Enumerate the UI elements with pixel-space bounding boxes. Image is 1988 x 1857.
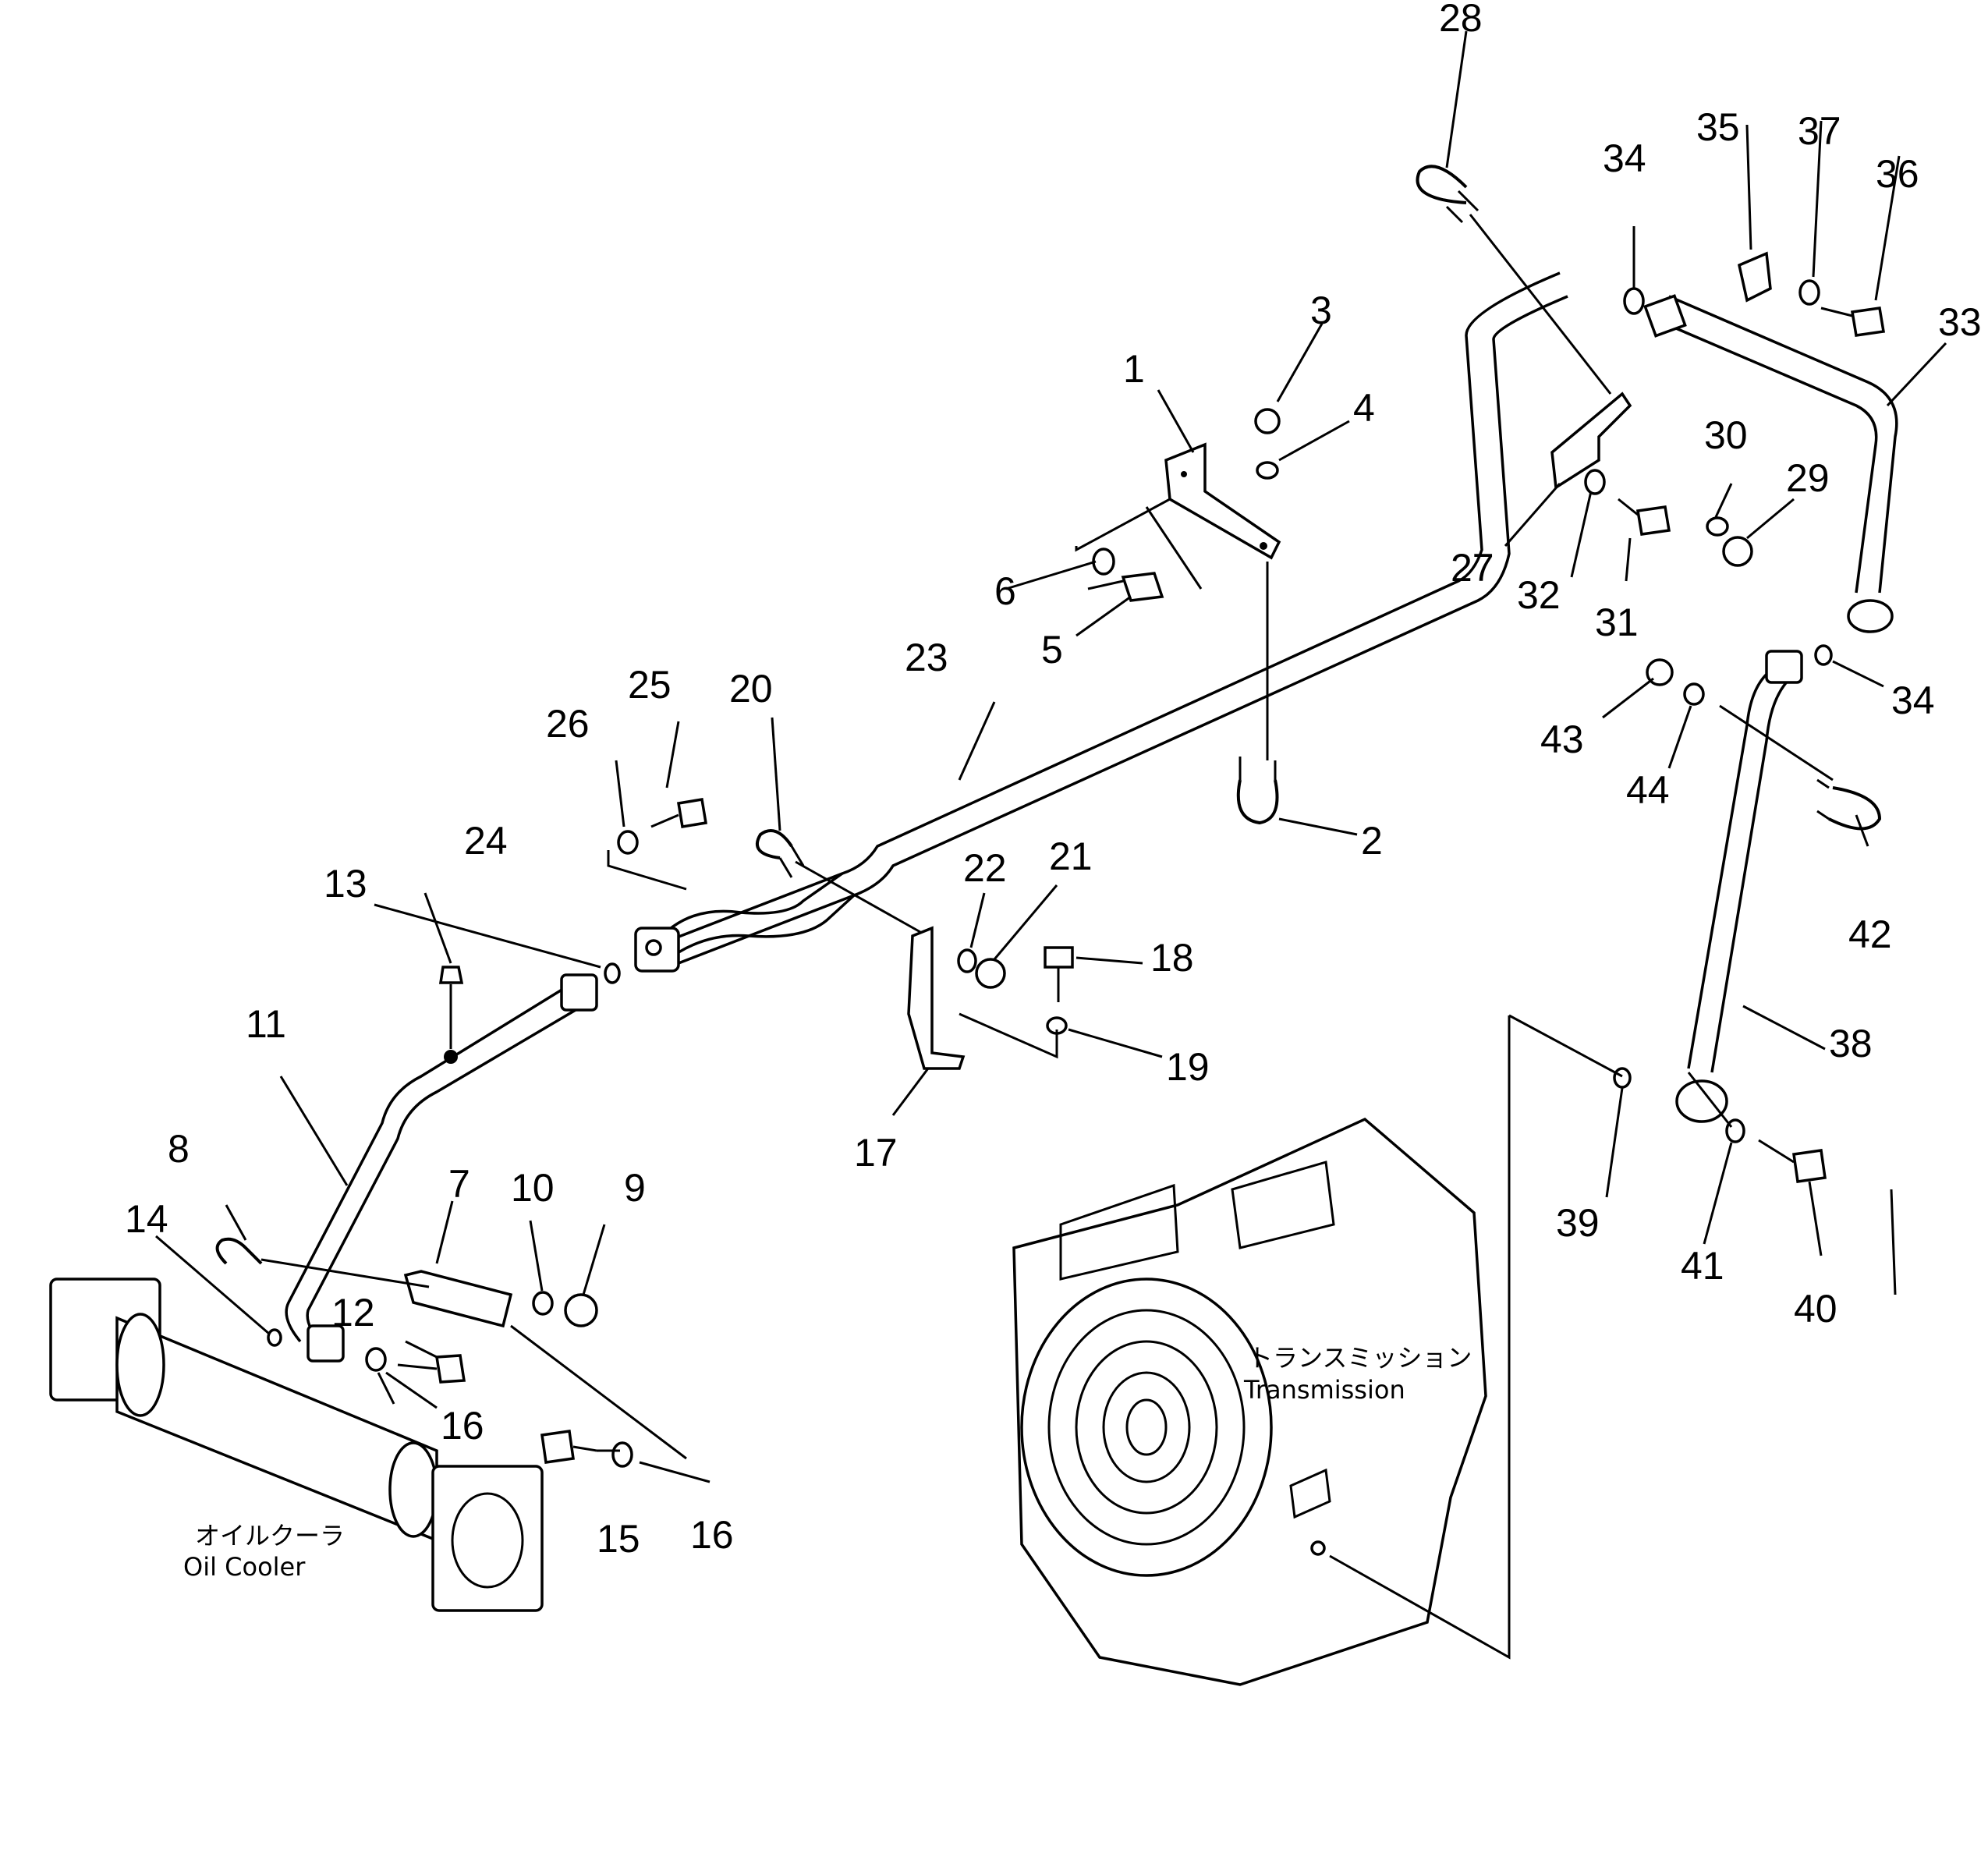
washer-34a — [1623, 287, 1645, 315]
transmission-caption-en: Transmission — [1243, 1375, 1405, 1405]
callout-3: 3 — [1310, 289, 1332, 332]
clip-35 — [1737, 251, 1772, 303]
washer-32 — [1584, 469, 1606, 495]
callout-40: 40 — [1794, 1287, 1837, 1331]
callout-19: 19 — [1166, 1045, 1210, 1089]
nut-9 — [564, 1293, 598, 1327]
washer-22 — [957, 948, 977, 973]
clamp-28 — [1416, 165, 1479, 224]
callout-34b: 34 — [1891, 679, 1935, 722]
bolt-12 — [397, 1354, 466, 1384]
clamp-42 — [1816, 778, 1882, 831]
callout-21: 21 — [1049, 835, 1093, 878]
callout-28: 28 — [1439, 0, 1483, 40]
pipe-38 — [1675, 650, 1803, 1123]
callout-35: 35 — [1696, 105, 1740, 149]
washer-16b — [611, 1441, 633, 1468]
captions: トランスミッション Transmission オイルクーラ Oil Cooler — [183, 1343, 1472, 1582]
washer-39 — [1613, 1067, 1632, 1089]
clip-8 — [215, 1237, 263, 1265]
callout-33: 33 — [1938, 300, 1982, 344]
callout-44: 44 — [1626, 768, 1670, 812]
callout-25: 25 — [628, 663, 672, 707]
callout-labels: 28 34 35 37 36 33 3 1 4 30 29 6 5 27 32 … — [125, 0, 1982, 1561]
oil-cooler — [49, 1278, 544, 1612]
washer-4 — [1256, 461, 1279, 480]
pipe-24 — [634, 872, 856, 973]
bracket-1 — [1164, 442, 1281, 560]
washer-10 — [532, 1291, 554, 1316]
washer-16a — [365, 1347, 387, 1372]
callout-6: 6 — [994, 569, 1016, 613]
washer-24 — [604, 962, 621, 984]
callout-11: 11 — [246, 1002, 286, 1046]
callout-30: 30 — [1704, 413, 1748, 457]
pipe-11 — [285, 973, 598, 1363]
callout-20: 20 — [729, 667, 773, 711]
callout-42: 42 — [1848, 913, 1892, 956]
bolt-40 — [1758, 1139, 1827, 1183]
nut-29 — [1722, 536, 1753, 567]
nut-21 — [975, 958, 1006, 989]
callout-22: 22 — [963, 846, 1007, 890]
callout-1: 1 — [1123, 347, 1145, 391]
callout-26: 26 — [546, 702, 590, 746]
washer-44 — [1683, 682, 1705, 706]
callout-8: 8 — [168, 1127, 190, 1171]
leader-lines — [155, 30, 1947, 1660]
clamp-2 — [1236, 757, 1279, 825]
washer-34b — [1814, 644, 1833, 666]
callout-2: 2 — [1361, 819, 1383, 863]
washer-14 — [267, 1328, 282, 1347]
bolt-18 — [1044, 946, 1074, 1002]
callout-29: 29 — [1786, 456, 1830, 500]
callout-34: 34 — [1603, 136, 1646, 180]
callout-4: 4 — [1353, 386, 1375, 430]
callout-27: 27 — [1451, 546, 1494, 590]
callout-37: 37 — [1798, 109, 1841, 153]
washer-6 — [1092, 548, 1115, 576]
callout-7: 7 — [448, 1162, 470, 1206]
washer-37 — [1798, 279, 1820, 306]
callout-10: 10 — [511, 1166, 555, 1210]
oil-cooler-caption-jp: オイルクーラ — [195, 1521, 345, 1550]
transmission-caption-jp: トランスミッション — [1248, 1343, 1472, 1373]
callout-14: 14 — [125, 1197, 168, 1241]
callout-23: 23 — [905, 636, 948, 679]
callout-31: 31 — [1595, 601, 1639, 644]
bolt-25 — [650, 797, 708, 829]
callout-12: 12 — [331, 1291, 375, 1334]
oil-cooler-caption-en: Oil Cooler — [183, 1552, 306, 1582]
bolt-36 — [1820, 307, 1886, 337]
callout-15: 15 — [597, 1517, 640, 1561]
bolt-5 — [1087, 572, 1164, 602]
clamp-20 — [755, 829, 805, 878]
bracket-17 — [907, 926, 966, 1070]
bolt-15 — [540, 1430, 597, 1464]
washer-26 — [617, 830, 639, 855]
pipe-23 — [670, 271, 1568, 965]
callout-13: 13 — [324, 862, 367, 905]
callout-16: 16 — [441, 1404, 484, 1448]
callout-9: 9 — [624, 1166, 646, 1210]
plate-7 — [403, 1270, 513, 1328]
callout-17: 17 — [854, 1131, 898, 1175]
washer-30 — [1706, 516, 1729, 537]
nut-3 — [1254, 408, 1281, 434]
callout-5: 5 — [1041, 628, 1063, 672]
callout-36: 36 — [1876, 152, 1919, 196]
transmission — [1012, 1117, 1487, 1686]
plug-13 — [438, 966, 464, 984]
callout-43: 43 — [1540, 718, 1584, 761]
callout-41: 41 — [1681, 1244, 1724, 1288]
bolt-31 — [1618, 498, 1671, 536]
callout-32: 32 — [1517, 573, 1561, 617]
callout-24: 24 — [464, 819, 508, 863]
hose-33 — [1643, 294, 1898, 633]
callout-16b: 16 — [690, 1513, 734, 1557]
callout-38: 38 — [1829, 1022, 1873, 1065]
callout-39: 39 — [1556, 1201, 1600, 1245]
callout-18: 18 — [1150, 936, 1194, 980]
